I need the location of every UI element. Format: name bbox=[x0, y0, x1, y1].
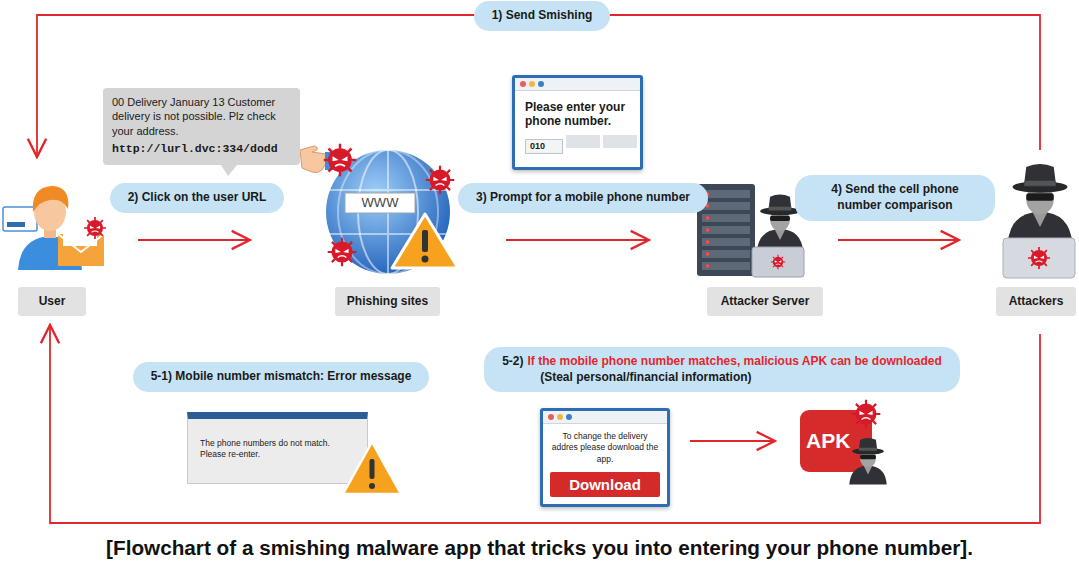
phishing-globe bbox=[328, 238, 357, 267]
flow-arrow bbox=[506, 239, 649, 241]
window-dot bbox=[557, 414, 563, 420]
figure-caption: [Flowchart of a smishing malware app tha… bbox=[0, 536, 1079, 560]
step-bubble: 5-1) Mobile number mismatch: Error messa… bbox=[133, 362, 430, 392]
user-icon bbox=[33, 186, 69, 212]
attackers-icon bbox=[1003, 238, 1075, 278]
phone-field bbox=[603, 135, 637, 148]
step-text: If the mobile phone number matches, mali… bbox=[528, 354, 942, 368]
flow-arrow bbox=[838, 239, 959, 241]
step-note: (Steal personal/financial information) bbox=[502, 370, 942, 386]
phishing-url: http://lurl.dvc:334/dodd bbox=[112, 142, 291, 157]
step-number: 5-2) bbox=[502, 354, 523, 368]
phishing-globe bbox=[422, 230, 428, 252]
user-icon bbox=[3, 186, 106, 270]
attacker-server-icon bbox=[752, 247, 804, 277]
error-window: The phone numbers do not match. Please r… bbox=[187, 412, 368, 484]
step-bubble: 5-2) If the mobile phone number matches, … bbox=[484, 347, 960, 392]
apk-text: APK bbox=[800, 410, 872, 453]
sms-message-bubble: 00 Delivery January 13 Customer delivery… bbox=[103, 88, 300, 165]
step-bubble: 3) Prompt for a mobile phone number bbox=[458, 183, 708, 213]
phishing-globe bbox=[392, 214, 458, 268]
step-text: 5-1) Mobile number mismatch: Error messa… bbox=[151, 369, 412, 385]
bubble-tail bbox=[221, 165, 237, 176]
window-dot bbox=[538, 81, 544, 87]
attackers-icon bbox=[1008, 164, 1073, 245]
window-title-bar bbox=[543, 411, 667, 424]
attacker-server-icon bbox=[771, 255, 785, 269]
attacker-server-icon bbox=[702, 202, 750, 210]
user-icon bbox=[58, 234, 104, 252]
phishing-globe bbox=[324, 144, 357, 177]
user-icon bbox=[3, 207, 37, 231]
attacker-server-icon bbox=[702, 250, 750, 258]
window-title-bar bbox=[515, 78, 640, 91]
apk-tile: APK bbox=[800, 410, 872, 472]
attacker-server-icon bbox=[706, 194, 709, 266]
user-icon bbox=[7, 222, 25, 227]
download-window: To change the delivery addres please dow… bbox=[540, 408, 670, 507]
phishing-globe bbox=[324, 144, 458, 274]
attacker-server-icon bbox=[702, 214, 750, 222]
window-text: To change the delivery addres please dow… bbox=[543, 424, 667, 472]
step-bubble: 2) Click on the user URL bbox=[110, 183, 285, 213]
phishing-globe bbox=[345, 193, 415, 213]
phishing-globe bbox=[426, 166, 455, 195]
flow-arrow bbox=[690, 440, 775, 442]
user-node: User bbox=[0, 160, 132, 322]
node-label: Attackers bbox=[996, 287, 1076, 316]
warning-icon bbox=[340, 439, 404, 497]
apk-illustration bbox=[800, 410, 900, 500]
node-label: Attacker Server bbox=[707, 287, 823, 316]
phone-field: 010 bbox=[525, 139, 563, 154]
phone-field bbox=[566, 135, 600, 148]
attacker-server-icon bbox=[702, 226, 750, 234]
attacker-server-icon bbox=[702, 262, 750, 270]
warning-mark bbox=[369, 483, 375, 489]
hacker-icon bbox=[849, 438, 886, 484]
button-text: Download bbox=[550, 472, 660, 497]
phone-prompt-window: Please enter your phone number. 010 bbox=[512, 75, 643, 170]
connectors bbox=[37, 15, 1040, 523]
error-text: The phone numbers do not match. Please r… bbox=[188, 419, 338, 460]
download-button: Download bbox=[550, 472, 660, 497]
site-label: WWW bbox=[345, 193, 415, 213]
prompt-text: Please enter your phone number. bbox=[515, 91, 640, 135]
attacker-server-icon bbox=[702, 238, 750, 246]
attackers-icon bbox=[1028, 247, 1050, 269]
node-label: User bbox=[18, 287, 86, 316]
node-label: Phishing sites bbox=[335, 287, 440, 316]
attackers-icon bbox=[1003, 164, 1075, 278]
attacker-server-icon bbox=[697, 184, 804, 277]
window-dot bbox=[529, 81, 535, 87]
sms-text: 00 Delivery January 13 Customer delivery… bbox=[112, 95, 291, 138]
window-dot bbox=[548, 414, 554, 420]
virus-icon bbox=[852, 400, 881, 429]
phishing-globe bbox=[422, 256, 429, 263]
warning-triangle bbox=[343, 442, 401, 494]
step-bubble: 4) Send the cell phone number comparison bbox=[795, 175, 995, 220]
window-dot bbox=[520, 81, 526, 87]
window-dot bbox=[566, 414, 572, 420]
step-bubble: 1) Send Smishing bbox=[474, 1, 611, 31]
attacker-server-icon bbox=[702, 190, 750, 198]
flow-arrow bbox=[50, 325, 1040, 523]
user-icon bbox=[84, 217, 106, 239]
phishing-node: Phishing sites bbox=[256, 150, 500, 322]
flow-arrow bbox=[138, 239, 250, 241]
warning-mark bbox=[370, 459, 375, 479]
